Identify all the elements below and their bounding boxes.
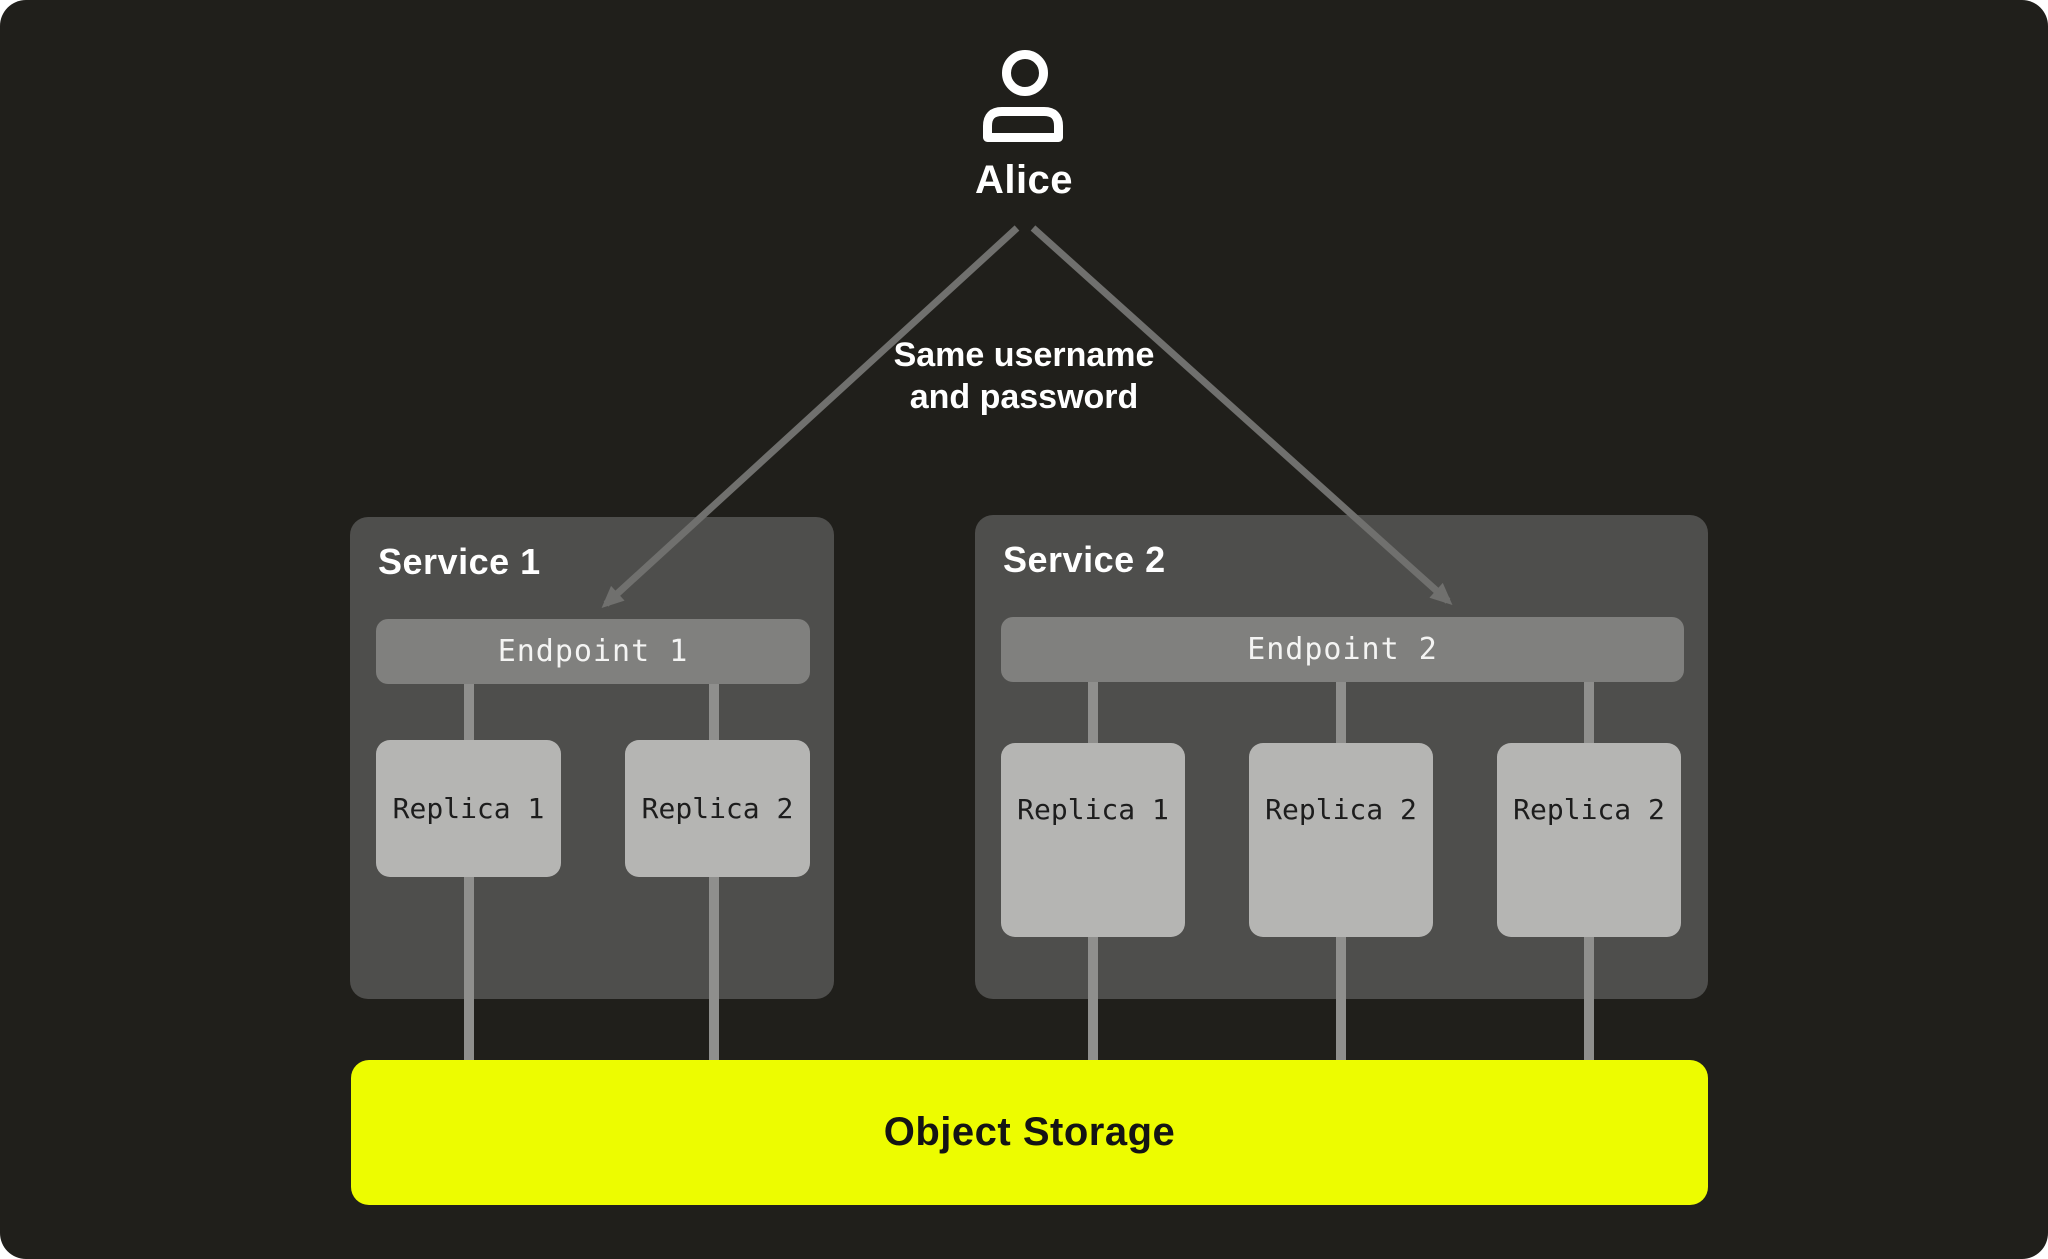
object-storage-bar: Object Storage: [351, 1060, 1708, 1205]
credentials-annotation-line2: and password: [909, 378, 1139, 416]
replica-box: Replica 2: [625, 740, 810, 877]
credentials-annotation: Same username and password: [0, 334, 2048, 418]
replica-box: Replica 1: [376, 740, 561, 877]
arrow-to-service-2: [1030, 225, 1453, 606]
service-1-box: Service 1 Endpoint 1 Replica 1 Replica 2: [350, 517, 834, 999]
service-2-box: Service 2 Endpoint 2 Replica 1 Replica 2…: [975, 515, 1708, 999]
replica-box: Replica 1: [1001, 743, 1185, 937]
person-icon: [974, 40, 1076, 152]
service-1-title: Service 1: [378, 541, 541, 582]
credentials-annotation-line1: Same username: [893, 336, 1155, 374]
arrow-to-service-1: [601, 225, 1020, 609]
replica-box: Replica 2: [1249, 743, 1433, 937]
endpoint-2-bar: Endpoint 2: [1001, 617, 1684, 682]
replica-box: Replica 2: [1497, 743, 1681, 937]
service-2-title: Service 2: [1003, 539, 1166, 580]
user-name-label: Alice: [974, 158, 1074, 202]
endpoint-1-bar: Endpoint 1: [376, 619, 810, 684]
